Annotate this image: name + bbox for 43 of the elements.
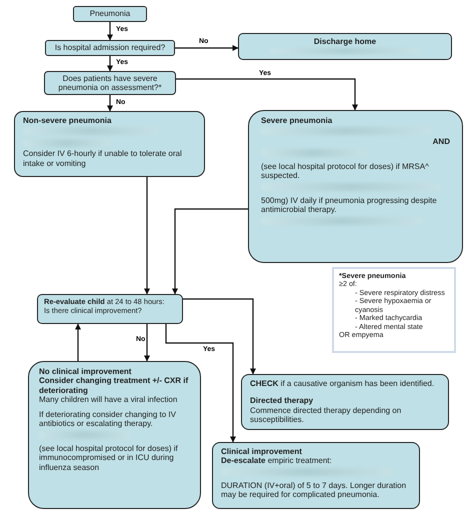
process-box [44,71,176,95]
body-text: De-escalate empiric treatment: [221,456,333,466]
body-text: DURATION (IV+oral) of 5 to 7 days. Longer duration may be required for complicated pneumonia. [221,480,408,500]
process-box [238,33,452,60]
arrow [107,22,113,40]
body-text: (see local hospital protocol for doses) if immunocompromised or in ICU during influenza season [39,444,179,472]
arrow [176,78,358,110]
process-box [14,111,205,177]
process-box [248,110,463,263]
process-box [73,6,147,22]
body-text: CHECK if a causative organism has been identified. [250,379,436,388]
body-text: Pneumonia [88,9,132,19]
process-box [37,294,183,324]
arrow [172,208,248,294]
process-box [212,442,420,509]
heading-text: Non-severe pneumonia [23,116,112,126]
body-text: Does patients have severe pneumonia on assessment?* [57,74,163,92]
body-text: Consider IV 6-hourly if unable to tolerate oral intake or vomiting [23,149,183,168]
heading-text: Clinical improvement [221,447,303,456]
arrow [107,95,113,112]
body-text: 500mg) IV daily if pneumonia progressing despite antimicrobial therapy. [261,196,438,215]
heading-text: Consider changing treatment +/- CXR if deteriorating [39,376,190,396]
body-text: If deteriorating consider changing to IV antibiotics or escalating therapy. [39,410,177,429]
arrow [107,56,113,72]
heading-text: Discharge home [312,37,378,46]
note-box [332,267,456,353]
arrow [175,45,238,51]
heading-text: Directed therapy [250,396,314,406]
arrow [75,324,81,361]
arrow [165,324,236,442]
arrow [144,177,150,294]
arrow [144,324,150,362]
body-text: (see local hospital protocol for doses) if MRSA^ suspected. [261,162,430,181]
body-text: Commence directed therapy depending on susceptibilities. [250,406,402,425]
process-box [28,361,201,509]
heading-text: Severe pneumonia [261,116,334,126]
body-text: Many children will have a viral infection [39,395,178,405]
process-box [45,40,175,56]
process-box [241,374,449,430]
body-text: Is hospital admission required? [54,43,166,53]
arrow [183,298,256,374]
heading-text: No clinical improvement [39,367,132,376]
heading-text: AND [432,137,450,147]
